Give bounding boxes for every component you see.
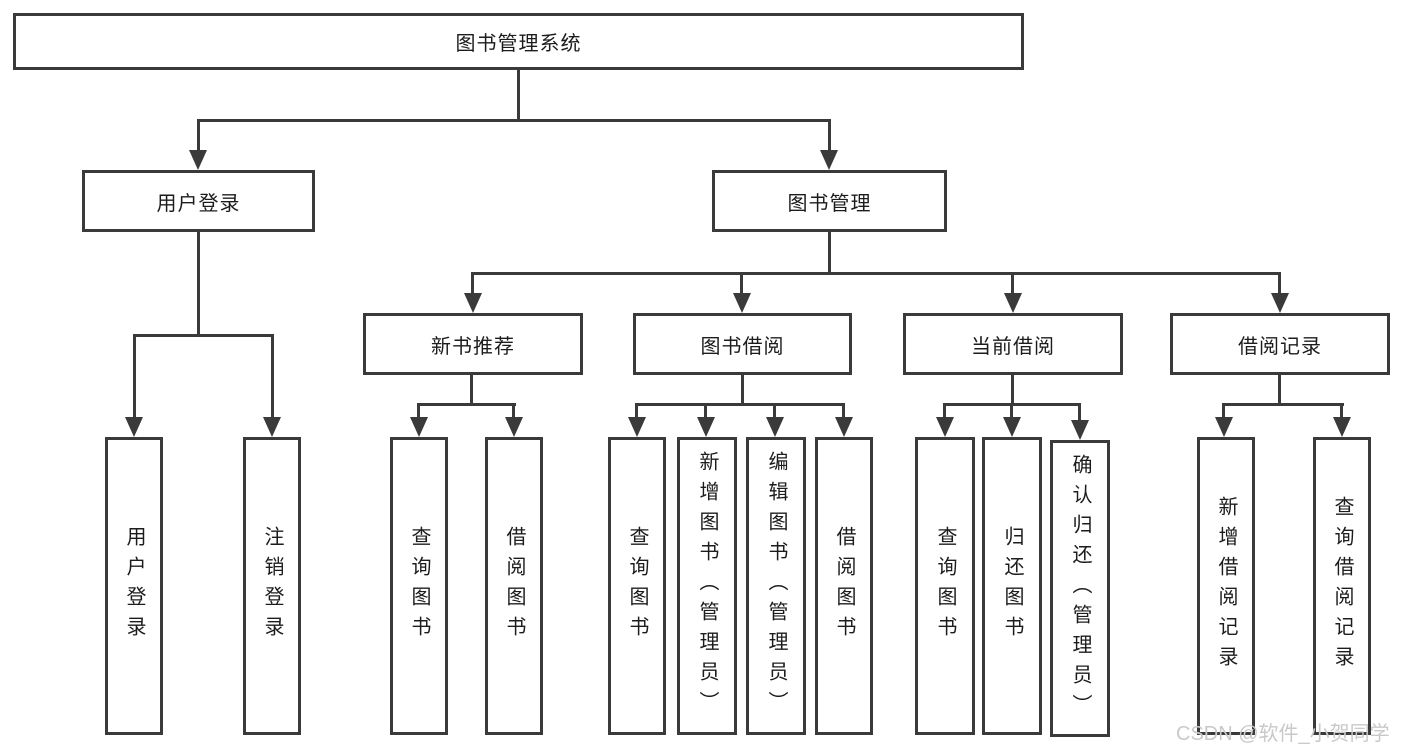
connector-stub-leaf: [1010, 403, 1013, 418]
leaf-label: 归还图书: [1001, 526, 1023, 646]
leaf-label: 用户登录: [123, 526, 145, 646]
leaf-label: 确认归还（管理员）: [1069, 453, 1091, 724]
arrow-down-icon: [1215, 417, 1233, 437]
connector-bookmgmt-stem: [828, 232, 831, 275]
leaf-logout: 注销登录: [243, 437, 301, 735]
leaf-add-borrow-record: 新增借阅记录: [1197, 437, 1255, 735]
connector-stub-user-login: [197, 119, 200, 152]
leaf-confirm-return-admin: 确认归还（管理员）: [1050, 440, 1110, 737]
connector-bookmgmt-bus: [471, 272, 1281, 275]
connector-stub-borrowing: [740, 272, 743, 296]
connector-current-stem: [1011, 375, 1014, 406]
arrow-down-icon: [628, 417, 646, 437]
arrow-down-icon: [263, 417, 281, 437]
leaf-search-books-current: 查询图书: [915, 437, 975, 735]
leaf-label: 查询图书: [934, 526, 956, 646]
leaf-label: 注销登录: [261, 526, 283, 646]
leaf-search-books-borrowing: 查询图书: [608, 437, 666, 735]
leaf-label: 新增图书（管理员）: [696, 451, 718, 721]
connector-stub-current: [1011, 272, 1014, 296]
node-label: 用户登录: [156, 192, 241, 215]
connector-borrowing-stem: [741, 375, 744, 406]
arrow-down-icon: [505, 417, 523, 437]
connector-stub-leaf: [512, 403, 515, 418]
leaf-edit-books-admin: 编辑图书（管理员）: [746, 437, 806, 735]
connector-records-bus: [1222, 403, 1344, 406]
node-label: 借阅记录: [1238, 335, 1322, 358]
arrow-down-icon: [820, 150, 838, 170]
arrow-down-icon: [1071, 420, 1089, 440]
leaf-return-books: 归还图书: [982, 437, 1042, 735]
leaf-search-borrow-record: 查询借阅记录: [1313, 437, 1371, 735]
connector-stub-records: [1278, 272, 1281, 296]
watermark: CSDN @软件_小贺同学: [1176, 723, 1390, 745]
arrow-down-icon: [410, 417, 428, 437]
leaf-borrow-books-borrowing: 借阅图书: [815, 437, 873, 735]
connector-stub-book-management: [828, 119, 831, 152]
arrow-down-icon: [125, 417, 143, 437]
arrow-down-icon: [1003, 417, 1021, 437]
connector-stub-leaf: [271, 334, 274, 418]
node-book-borrowing: 图书借阅: [633, 313, 852, 375]
connector-stub-recommend: [471, 272, 474, 296]
arrow-down-icon: [835, 417, 853, 437]
connector-stub-leaf: [417, 403, 420, 418]
leaf-label: 借阅图书: [833, 526, 855, 646]
connector-stub-leaf: [1222, 403, 1225, 418]
connector-stub-leaf: [773, 403, 776, 418]
arrow-down-icon: [1333, 417, 1351, 437]
arrow-down-icon: [936, 417, 954, 437]
leaf-search-books-recommend: 查询图书: [390, 437, 448, 735]
connector-borrowing-bus: [635, 403, 845, 406]
node-borrowing-records: 借阅记录: [1170, 313, 1390, 375]
node-label: 新书推荐: [431, 335, 515, 358]
leaf-label: 查询图书: [408, 526, 430, 646]
connector-root-stem: [517, 70, 520, 122]
connector-stub-leaf: [704, 403, 707, 418]
arrow-down-icon: [697, 417, 715, 437]
node-book-management: 图书管理: [712, 170, 947, 232]
arrow-down-icon: [1271, 293, 1289, 313]
connector-stub-leaf: [943, 403, 946, 418]
node-label: 图书管理: [787, 192, 872, 215]
connector-root-bus: [197, 119, 831, 122]
connector-records-stem: [1278, 375, 1281, 406]
arrow-down-icon: [464, 293, 482, 313]
connector-stub-leaf: [842, 403, 845, 418]
node-current-borrowing: 当前借阅: [903, 313, 1123, 375]
connector-userlogin-stem: [197, 232, 200, 337]
connector-stub-leaf: [1078, 403, 1081, 421]
node-user-login: 用户登录: [82, 170, 315, 232]
leaf-label: 查询图书: [626, 526, 648, 646]
node-label: 图书管理系统: [455, 33, 582, 55]
node-new-book-recommendation: 新书推荐: [363, 313, 583, 375]
leaf-user-login: 用户登录: [105, 437, 163, 735]
connector-stub-leaf: [1340, 403, 1343, 418]
arrow-down-icon: [733, 293, 751, 313]
connector-stub-leaf: [635, 403, 638, 418]
arrow-down-icon: [189, 150, 207, 170]
node-library-management-system: 图书管理系统: [13, 13, 1024, 70]
leaf-label: 新增借阅记录: [1215, 496, 1237, 676]
leaf-label: 查询借阅记录: [1331, 496, 1353, 676]
connector-userlogin-bus: [133, 334, 274, 337]
connector-stub-leaf: [133, 334, 136, 418]
connector-recommend-bus: [417, 403, 516, 406]
node-label: 当前借阅: [971, 335, 1055, 358]
leaf-label: 编辑图书（管理员）: [765, 451, 787, 721]
connector-recommend-stem: [470, 375, 473, 406]
arrow-down-icon: [766, 417, 784, 437]
leaf-borrow-books-recommend: 借阅图书: [485, 437, 543, 735]
arrow-down-icon: [1004, 293, 1022, 313]
node-label: 图书借阅: [700, 335, 785, 358]
leaf-add-books-admin: 新增图书（管理员）: [677, 437, 737, 735]
leaf-label: 借阅图书: [503, 526, 525, 646]
